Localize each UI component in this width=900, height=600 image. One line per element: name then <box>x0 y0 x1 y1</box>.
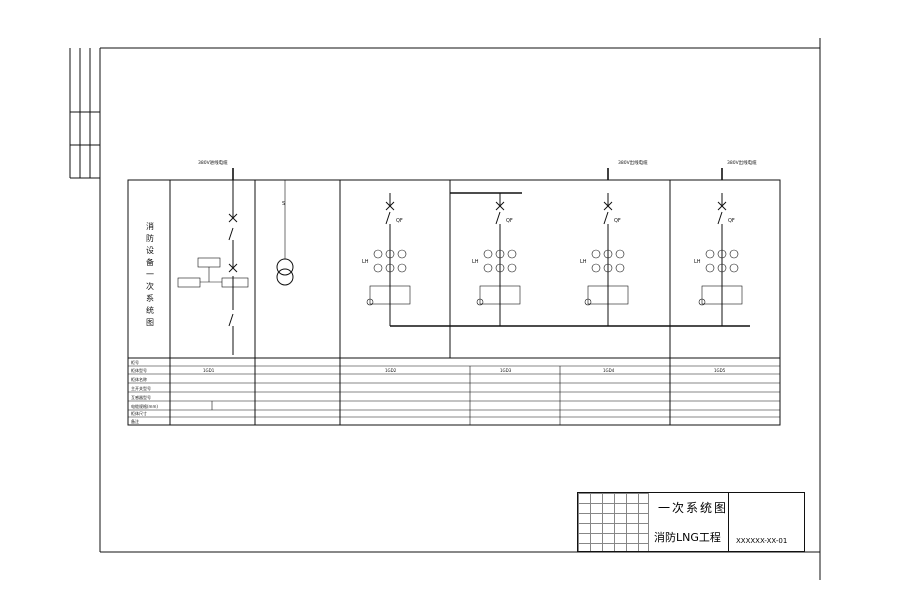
row-label-1: 柜体型号 <box>131 367 147 373</box>
ct-coil-4-4 <box>705 263 715 273</box>
outgoing-line-label-2: 380V出线电缆 <box>727 159 757 166</box>
drawing-title: 一次系统图 <box>658 501 729 515</box>
transformer-mark-s: S <box>282 201 285 207</box>
cell-values: 1GD1 1GD2 1GD3 1GD4 1GD5 <box>203 368 726 373</box>
feeder-1: QF LH <box>362 193 411 326</box>
row-label-5: 电缆规格(mm) <box>131 403 158 409</box>
drawing-number: XXXXXX-XX-01 <box>736 537 788 545</box>
cell-col4-row1: 1GD4 <box>603 368 615 373</box>
meter-box-2 <box>479 285 521 305</box>
indicator-4 <box>698 298 706 306</box>
cell-col5-row1: 1GD5 <box>714 368 726 373</box>
incoming-switch-chain <box>177 180 249 355</box>
row-label-4: 互感器型号 <box>131 394 151 400</box>
ct-tag-4: LH <box>694 259 701 265</box>
sheet-frame <box>69 38 821 580</box>
ct-coil-3-3 <box>615 249 625 259</box>
panel-label: 消防设备一次系统图 <box>146 221 155 330</box>
row-label-7: 备注 <box>131 418 139 424</box>
row-label-6: 柜体尺寸 <box>131 410 147 416</box>
meter-box-3 <box>587 285 629 305</box>
ct-coil-4-3 <box>729 249 739 259</box>
ct-coil-2-1 <box>483 249 493 259</box>
ct-coil-2-3 <box>507 249 517 259</box>
ct-tag-3: LH <box>580 259 587 265</box>
ct-tag-2: LH <box>472 259 479 265</box>
ct-coil-4-1 <box>705 249 715 259</box>
busbars <box>390 192 750 358</box>
breaker-tag-1: QF <box>396 218 403 224</box>
feed-lines: 380V进线电缆 380V出线电缆 380V出线电缆 <box>198 159 757 180</box>
ct-coil-2-6 <box>507 263 517 273</box>
row-label-0: 柜号 <box>131 359 139 365</box>
breaker-tag-2: QF <box>506 218 513 224</box>
ct-coil-1-4 <box>373 263 383 273</box>
ct-coil-1-6 <box>397 263 407 273</box>
feeder-2: QF LH <box>472 193 521 326</box>
panel-label-group: 消防设备一次系统图 <box>146 221 155 330</box>
cell-col2-row1: 1GD2 <box>385 368 397 373</box>
cell-col3-row1: 1GD3 <box>500 368 512 373</box>
project-name: 消防LNG工程 <box>654 531 721 544</box>
diagram-table <box>127 179 781 426</box>
ct-coil-1-1 <box>373 249 383 259</box>
indicator-3 <box>584 298 592 306</box>
title-divider <box>728 493 729 551</box>
ct-coil-3-6 <box>615 263 625 273</box>
transformer-symbol: S <box>276 180 294 286</box>
ct-coil-1-3 <box>397 249 407 259</box>
cell-col1-row1: 1GD1 <box>203 368 215 373</box>
ct-coil-3-1 <box>591 249 601 259</box>
breaker-tag-4: QF <box>728 218 735 224</box>
feeder-4: QF LH <box>694 193 743 326</box>
outgoing-line-label-1: 380V出线电缆 <box>618 159 648 166</box>
ct-tag-1: LH <box>362 259 369 265</box>
ct-coil-3-4 <box>591 263 601 273</box>
row-label-2: 柜体名称 <box>131 376 147 382</box>
row-labels: 柜号 柜体型号 柜体名称 主开关型号 互感器型号 电缆规格(mm) 柜体尺寸 备… <box>131 359 158 424</box>
title-block: 一次系统图 消防LNG工程 XXXXXX-XX-01 <box>577 492 805 552</box>
title-grid <box>578 493 649 551</box>
feeder-circuits: QF LH QF LH QF LH QF LH <box>362 193 743 326</box>
indicator-2 <box>476 298 484 306</box>
feeder-3: QF LH <box>580 193 629 326</box>
breaker-tag-3: QF <box>614 218 621 224</box>
meter-box-4 <box>701 285 743 305</box>
indicator-1 <box>366 298 374 306</box>
incoming-line-label: 380V进线电缆 <box>198 159 228 166</box>
row-label-3: 主开关型号 <box>131 385 151 391</box>
ct-coil-4-6 <box>729 263 739 273</box>
ct-coil-2-4 <box>483 263 493 273</box>
meter-box-1 <box>369 285 411 305</box>
